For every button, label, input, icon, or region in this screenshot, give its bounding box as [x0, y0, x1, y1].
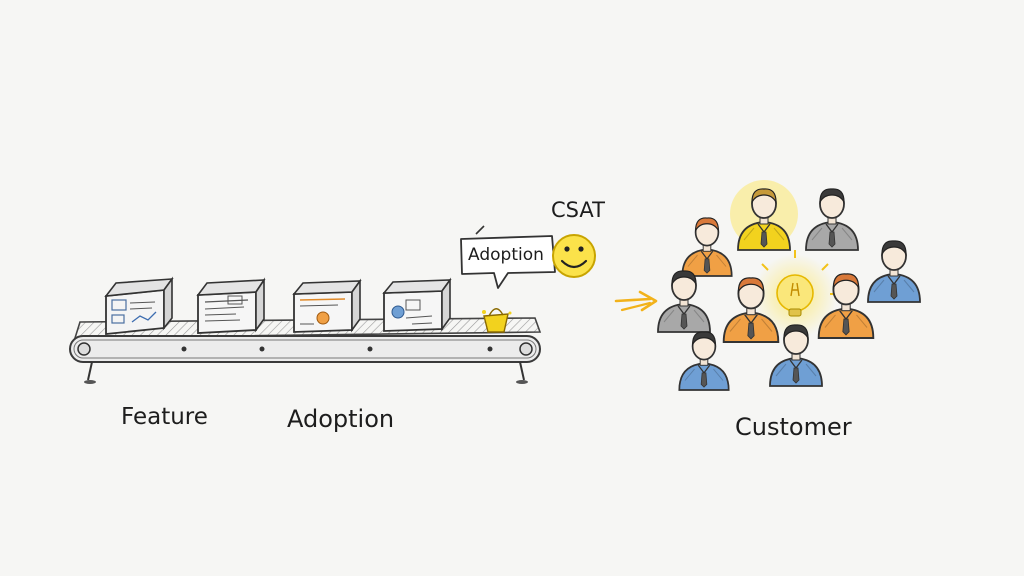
- feature-box-icon: [382, 277, 452, 332]
- adoption-speech-bubble: [460, 225, 556, 289]
- feature-label: Feature: [121, 404, 208, 430]
- person-icon: [817, 273, 875, 339]
- person-icon: [722, 277, 780, 343]
- smiley-face-icon: [552, 234, 596, 278]
- shopping-bag-icon: [482, 308, 512, 333]
- feature-box-icon: [292, 278, 362, 333]
- adoption-label: Adoption: [287, 405, 395, 433]
- customer-label: Customer: [735, 413, 852, 441]
- person-icon: [681, 217, 733, 277]
- feature-box-icon: [104, 276, 174, 335]
- person-icon: [730, 180, 798, 251]
- person-icon: [805, 188, 859, 251]
- person-icon: [678, 331, 730, 391]
- bubble-adoption-text: Adoption: [468, 245, 544, 265]
- person-icon: [769, 324, 823, 387]
- person-icon: [657, 270, 711, 333]
- person-icon: [867, 240, 921, 303]
- feature-box-icon: [196, 277, 266, 334]
- csat-label: CSAT: [551, 198, 605, 222]
- lightbulb-icon: [752, 250, 838, 338]
- arrow-right-icon: [614, 290, 658, 312]
- customer-group: [657, 180, 921, 391]
